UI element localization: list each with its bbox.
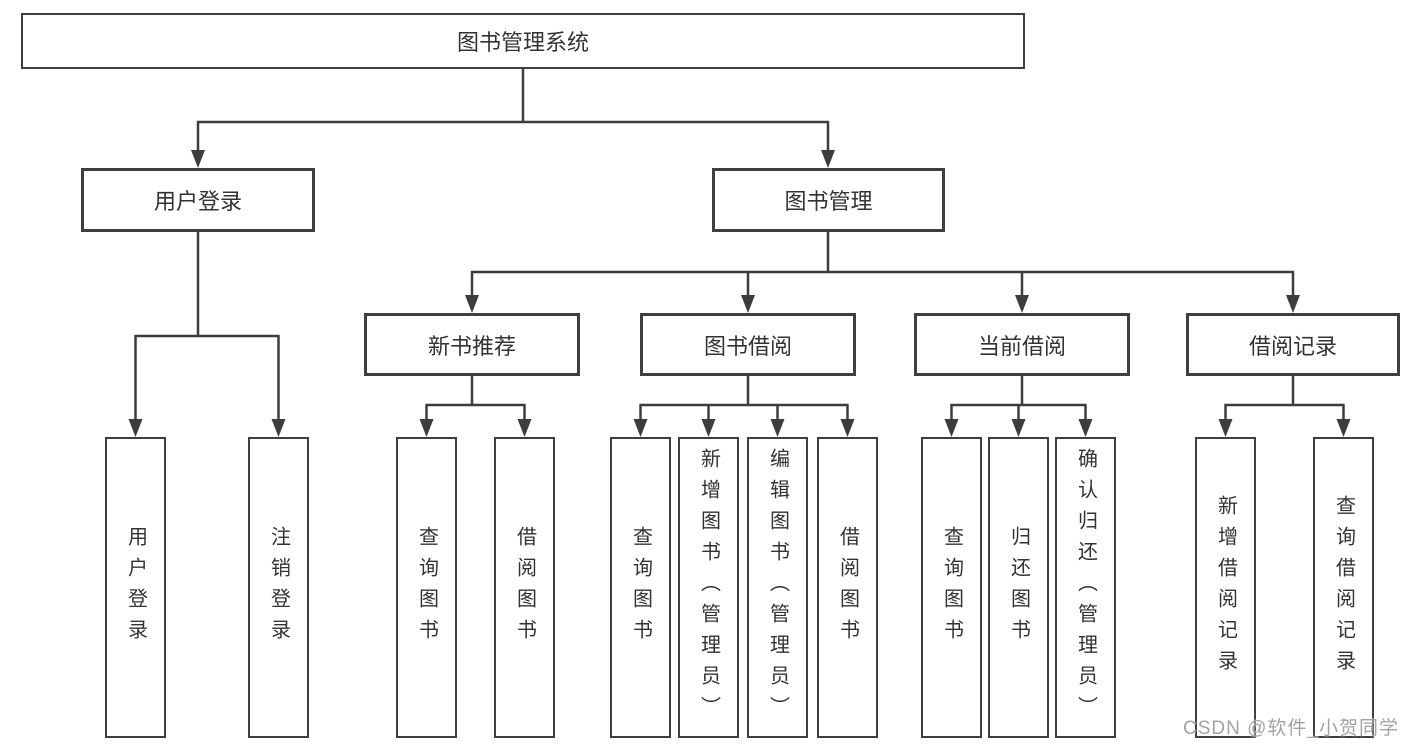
leaf-search-books-current: 查询图书: [921, 437, 982, 738]
arrowhead: [1218, 419, 1233, 437]
leaf-label: 编辑图书（管理员）: [766, 448, 789, 727]
arrowhead: [1078, 419, 1093, 437]
leaf-label: 查询图书: [415, 525, 438, 650]
leaf-add-borrow-record: 新增借阅记录: [1195, 437, 1256, 738]
arrowhead: [1286, 295, 1300, 313]
arrowhead: [1011, 419, 1026, 437]
node-book-borrowing: 图书借阅: [640, 313, 856, 376]
arrowhead: [821, 150, 835, 168]
leaf-confirm-return-admin: 确认归还（管理员）: [1055, 437, 1116, 738]
node-user-login: 用户登录: [81, 168, 315, 232]
leaf-search-books-recommend: 查询图书: [396, 437, 457, 738]
arrowhead: [191, 150, 205, 168]
node-new-book-recommend: 新书推荐: [364, 313, 580, 376]
connector-current-borrowing-branch: [950, 376, 1087, 421]
leaf-borrow-books-recommend: 借阅图书: [494, 437, 555, 738]
arrowhead: [271, 419, 286, 437]
connector-book-borrowing-branch: [639, 376, 849, 421]
arrowhead: [517, 419, 532, 437]
leaf-label: 借阅图书: [836, 525, 859, 650]
leaf-label: 查询借阅记录: [1332, 494, 1355, 681]
leaf-label: 查询图书: [629, 525, 652, 650]
leaf-edit-books-admin: 编辑图书（管理员）: [747, 437, 808, 738]
leaf-label: 用户登录: [124, 525, 147, 650]
arrowhead: [633, 419, 648, 437]
leaf-label: 新增借阅记录: [1214, 494, 1237, 681]
arrowhead: [701, 419, 716, 437]
connector-borrowing-records-branch: [1224, 376, 1345, 421]
leaf-add-books-admin: 新增图书（管理员）: [678, 437, 739, 738]
node-book-management: 图书管理: [712, 168, 945, 232]
leaf-label: 归还图书: [1007, 525, 1030, 650]
arrowhead: [741, 295, 755, 313]
leaf-label: 新增图书（管理员）: [697, 448, 720, 727]
leaf-logout: 注销登录: [248, 437, 309, 738]
arrowhead: [1336, 419, 1351, 437]
arrowhead: [840, 419, 855, 437]
arrowhead: [770, 419, 785, 437]
arrowhead: [419, 419, 434, 437]
arrowhead: [1015, 295, 1029, 313]
leaf-label: 借阅图书: [513, 525, 536, 650]
leaf-label: 确认归还（管理员）: [1074, 448, 1097, 727]
node-borrowing-records: 借阅记录: [1186, 313, 1400, 376]
node-current-borrowing: 当前借阅: [914, 313, 1130, 376]
connector-root-to-level2: [196, 69, 830, 152]
leaf-borrow-books: 借阅图书: [817, 437, 878, 738]
arrowhead: [465, 295, 479, 313]
leaf-search-books-borrowing: 查询图书: [610, 437, 671, 738]
leaf-label: 查询图书: [940, 525, 963, 650]
leaf-label: 注销登录: [267, 525, 290, 650]
connector-book-management-branch: [470, 232, 1295, 297]
arrowhead: [944, 419, 959, 437]
arrowhead: [128, 419, 143, 437]
leaf-return-books: 归还图书: [988, 437, 1049, 738]
leaf-search-borrow-record: 查询借阅记录: [1313, 437, 1374, 738]
connector-user-login-branch: [134, 232, 280, 421]
leaf-user-login: 用户登录: [105, 437, 166, 738]
connector-new-book-recommend-branch: [425, 376, 526, 421]
node-library-management-system: 图书管理系统: [21, 13, 1025, 69]
